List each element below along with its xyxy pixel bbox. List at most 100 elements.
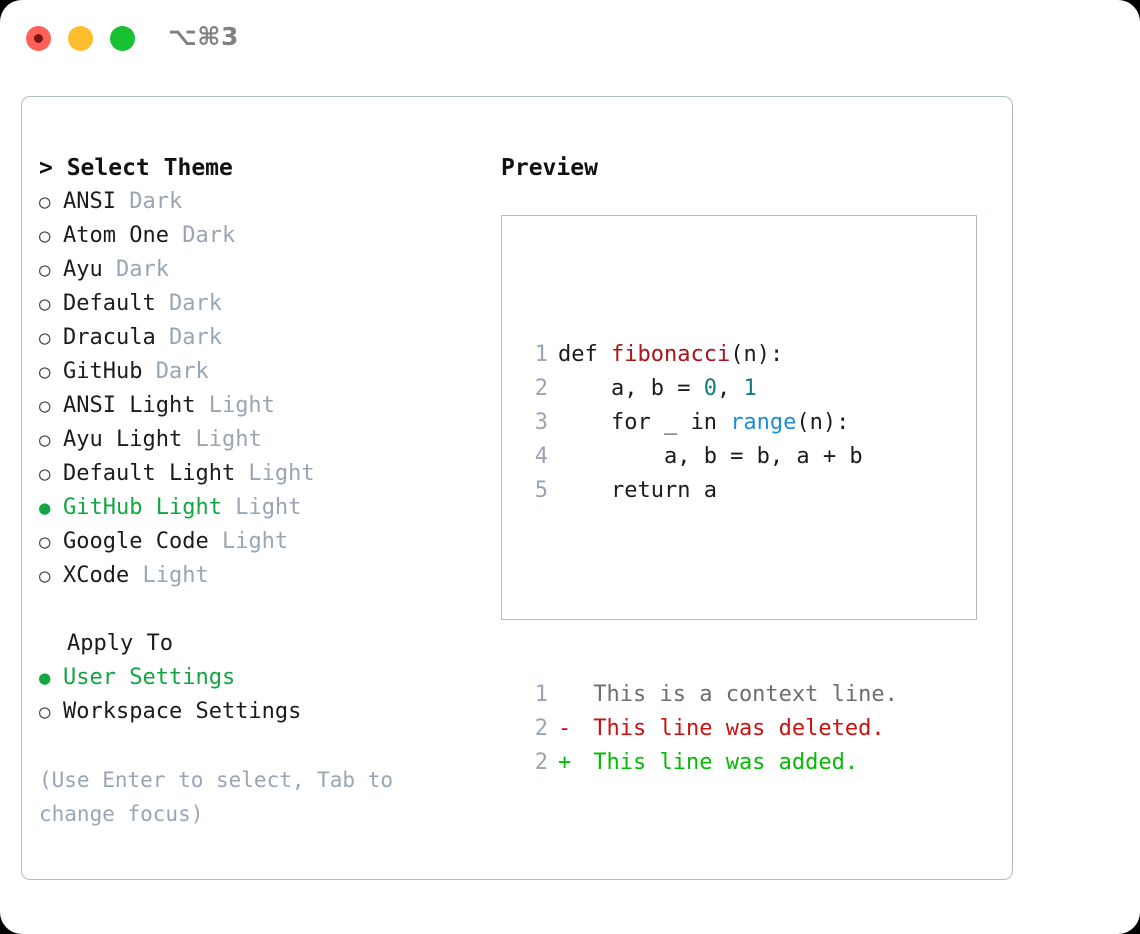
theme-picker-column: > Select Theme ○ANSI Dark○Atom One Dark○… (39, 151, 489, 831)
diff-line: 2- This line was deleted. (522, 712, 898, 746)
theme-label: ANSI Light (63, 393, 196, 418)
apply-to-heading: Apply To (67, 631, 173, 656)
radio-unselected-icon: ○ (39, 701, 51, 723)
theme-label: Default (63, 291, 156, 316)
select-theme-heading: > Select Theme (39, 155, 233, 181)
code-token: def (558, 342, 611, 367)
theme-variant-label: Light (129, 563, 209, 588)
radio-unselected-icon: ○ (39, 565, 51, 587)
code-line: 5 return a (522, 474, 898, 508)
theme-option[interactable]: ○ Atom One Dark (39, 219, 489, 253)
code-line: 2 a, b = 0, 1 (522, 372, 898, 406)
theme-label: Dracula (63, 325, 156, 350)
theme-variant-label: Light (221, 495, 302, 520)
theme-label: Ayu Light (63, 427, 183, 452)
apply-to-option[interactable]: ●User Settings (39, 661, 489, 695)
theme-option[interactable]: ○ Default Light Light (39, 457, 489, 491)
radio-unselected-icon: ○ (39, 293, 51, 315)
radio-unselected-icon: ○ (39, 429, 51, 451)
keyboard-hint-text: (Use Enter to select, Tab to change focu… (39, 768, 406, 826)
theme-label: Atom One (63, 223, 169, 248)
theme-variant-label: Light (195, 393, 275, 418)
list-spacer (39, 593, 489, 627)
keyboard-shortcut-label: ⌥⌘3 (168, 22, 239, 51)
line-number: 4 (534, 444, 548, 469)
radio-unselected-icon: ○ (39, 225, 51, 247)
line-number: 3 (534, 410, 548, 435)
theme-label: Ayu (63, 257, 103, 282)
diff-lines: 1 This is a context line.2- This line wa… (522, 678, 898, 780)
apply-to-option[interactable]: ○ Workspace Settings (39, 695, 489, 729)
maximize-window-button[interactable] (110, 26, 135, 51)
theme-variant-label: Dark (155, 291, 222, 316)
theme-variant-label: Light (235, 461, 315, 486)
code-line-text: a, b = b, a + b (558, 440, 863, 474)
apply-to-option-list[interactable]: ●User Settings ○ Workspace Settings (39, 661, 489, 729)
apply-to-label: User Settings (63, 665, 236, 690)
hint-spacer (39, 729, 489, 763)
line-number: 5 (534, 478, 548, 503)
line-number: 1 (534, 342, 548, 367)
theme-variant-label: Light (208, 529, 289, 554)
diff-marker (558, 678, 580, 712)
theme-label: Default Light (63, 461, 236, 486)
code-token: (n): (730, 342, 784, 367)
code-line-text: a, b = 0, 1 (558, 372, 757, 406)
radio-unselected-icon: ○ (39, 327, 51, 349)
theme-option[interactable]: ○ Ayu Light Light (39, 423, 489, 457)
code-token: a, b = b, a + b (558, 444, 863, 469)
theme-option[interactable]: ○ANSI Dark (39, 185, 489, 219)
code-token: return a (558, 478, 717, 503)
line-number: 1 (534, 682, 548, 707)
theme-label: GitHub (63, 359, 143, 384)
theme-option[interactable]: ○XCode Light (39, 559, 489, 593)
theme-option[interactable]: ● GitHub Light Light (39, 491, 489, 525)
apply-to-label: Workspace Settings (63, 699, 302, 724)
theme-option[interactable]: ○ GitHub Dark (39, 355, 489, 389)
code-line: 1 def fibonacci(n): (522, 338, 898, 372)
theme-option[interactable]: ○ Google Code Light (39, 525, 489, 559)
title-bar: ⌥⌘3 (0, 0, 1140, 78)
code-token: range (730, 410, 797, 435)
theme-option[interactable]: ○Ayu Dark (39, 253, 489, 287)
theme-label: GitHub Light (63, 495, 222, 520)
theme-label: Google Code (63, 529, 209, 554)
close-window-button[interactable] (26, 26, 51, 51)
theme-option[interactable]: ○ Default Dark (39, 287, 489, 321)
theme-option[interactable]: ○ Dracula Dark (39, 321, 489, 355)
main-panel: > Select Theme ○ANSI Dark○Atom One Dark○… (21, 96, 1013, 880)
code-line: 4 a, b = b, a + b (522, 440, 898, 474)
theme-variant-label: Dark (155, 325, 222, 350)
diff-line-text: This is a context line. (580, 682, 898, 707)
theme-variant-label: Dark (142, 359, 209, 384)
theme-variant-label: Dark (168, 223, 236, 248)
radio-unselected-icon: ○ (39, 361, 51, 383)
theme-variant-label: Light (182, 427, 262, 452)
line-number: 2 (534, 750, 548, 775)
line-number: 2 (534, 376, 548, 401)
code-token: , (716, 376, 744, 401)
code-token: 0 (703, 376, 717, 401)
code-token: a, b = (558, 376, 704, 401)
theme-option-list[interactable]: ○ANSI Dark○Atom One Dark○Ayu Dark○Defaul… (39, 185, 489, 593)
code-line-text: return a (558, 474, 717, 508)
theme-variant-label: Dark (102, 257, 169, 282)
diff-line: 2+ This line was added. (522, 746, 898, 780)
diff-marker: - (558, 716, 572, 741)
radio-unselected-icon: ○ (39, 531, 51, 553)
code-token: for _ in (558, 410, 731, 435)
radio-unselected-icon: ○ (39, 463, 51, 485)
radio-selected-icon: ● (39, 497, 51, 519)
code-line-text: for _ in range(n): (558, 406, 849, 440)
code-token: 1 (743, 376, 757, 401)
diff-line: 1 This is a context line. (522, 678, 898, 712)
code-token: (n): (796, 410, 850, 435)
theme-option[interactable]: ○ ANSI Light Light (39, 389, 489, 423)
radio-unselected-icon: ○ (39, 395, 51, 417)
minimize-window-button[interactable] (68, 26, 93, 51)
line-number: 2 (534, 716, 548, 741)
code-line-text: def fibonacci(n): (558, 338, 783, 372)
